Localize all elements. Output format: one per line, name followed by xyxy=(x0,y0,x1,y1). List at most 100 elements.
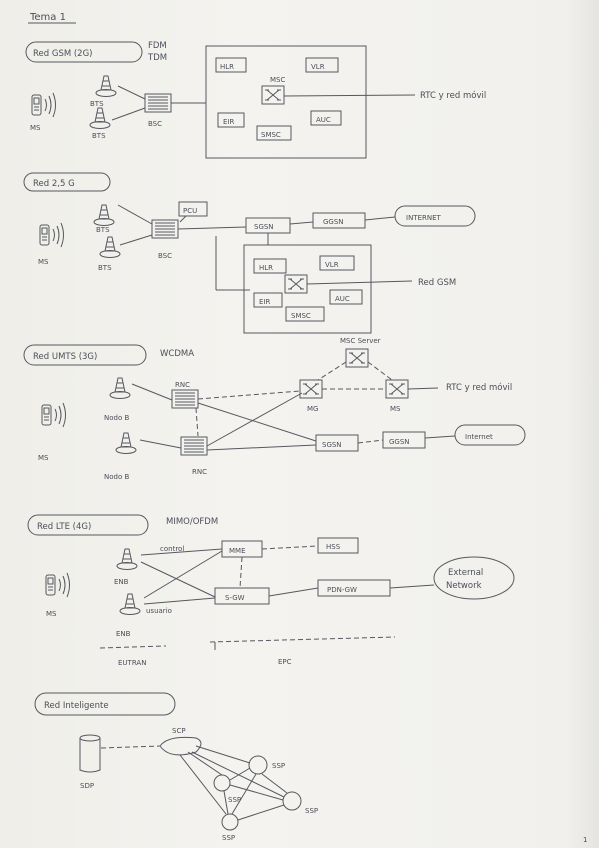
umts-heading-box xyxy=(23,344,147,366)
ssp3-icon xyxy=(282,791,302,811)
gsm-heading-box xyxy=(25,41,143,63)
gprs-msc-icon xyxy=(284,274,308,294)
gprs-internet-cloud xyxy=(394,205,476,227)
gsm-auc-box xyxy=(310,110,342,126)
umts-rnc1-icon xyxy=(171,389,199,409)
gsm-bsc-label: BSC xyxy=(148,120,162,128)
in-section: Red Inteligente SDP SCP SSP SSP SSP SSP xyxy=(34,692,318,842)
gprs-bts2-label: BTS xyxy=(98,264,112,272)
gprs-internet: INTERNET xyxy=(406,214,442,222)
umts-rnc2-label: RNC xyxy=(192,468,207,476)
gprs-eir-box xyxy=(253,292,283,308)
gsm-heading: Red GSM (2G) xyxy=(33,49,93,59)
umts-ms-label: MS xyxy=(38,454,49,462)
gprs-smsc: SMSC xyxy=(291,312,311,320)
umts-ms-switch-label: MS xyxy=(390,405,401,413)
lte-enb2-label: ENB xyxy=(116,630,131,638)
in-ssp3-label: SSP xyxy=(305,807,318,815)
umts-heading: Red UMTS (3G) xyxy=(33,352,97,362)
lte-hss: HSS xyxy=(326,543,341,551)
lte-pdngw: PDN-GW xyxy=(327,586,357,594)
lte-note: MIMO/OFDM xyxy=(166,517,218,527)
lte-epc-label: EPC xyxy=(278,658,292,666)
gsm-eir: EIR xyxy=(223,118,234,126)
gprs-pcu: PCU xyxy=(183,207,197,215)
umts-nodo1-label: Nodo B xyxy=(104,414,129,422)
gsm-bts2-icon xyxy=(89,107,111,129)
ssp1-icon xyxy=(248,755,268,775)
in-scp-label: SCP xyxy=(172,727,186,735)
in-heading: Red Inteligente xyxy=(44,701,109,711)
gsm-bts2-label: BTS xyxy=(92,132,106,140)
gprs-bts2-icon xyxy=(99,236,121,258)
lte-enb1-icon xyxy=(116,548,138,570)
umts-ms-switch-icon xyxy=(385,379,409,399)
umts-mg-icon xyxy=(299,379,323,399)
gprs-heading: Red 2,5 G xyxy=(33,179,75,189)
umts-sgsn: SGSN xyxy=(322,441,342,449)
gprs-ms-label: MS xyxy=(38,258,49,266)
lte-ms-icon xyxy=(45,572,70,598)
umts-rnc1-label: RNC xyxy=(175,381,190,389)
gprs-bsc-icon xyxy=(151,219,179,239)
gsm-ms-icon xyxy=(31,92,56,118)
lte-external-2: Network xyxy=(446,581,482,591)
gprs-auc: AUC xyxy=(335,295,350,303)
gprs-ggsn-box xyxy=(312,212,366,229)
page-title: Tema 1 xyxy=(29,12,66,23)
ssp2-icon xyxy=(213,774,231,792)
umts-internet: Internet xyxy=(465,433,493,441)
umts-ggsn-box xyxy=(382,431,426,449)
gprs-heading-box xyxy=(23,172,111,192)
gsm-auc: AUC xyxy=(316,116,331,124)
gprs-bts1-label: BTS xyxy=(96,226,110,234)
gsm-section: Red GSM (2G) FDM TDM MS BTS BTS BSC HLR … xyxy=(25,41,486,159)
umts-section: Red UMTS (3G) WCDMA MS Nodo B Nodo B RNC… xyxy=(23,337,526,481)
gsm-msc-icon xyxy=(261,85,285,105)
gsm-bts1-icon xyxy=(95,75,117,97)
umts-mg-label: MG xyxy=(307,405,318,413)
gprs-hlr: HLR xyxy=(259,264,273,272)
lte-enb2-icon xyxy=(119,593,141,615)
gprs-vlr: VLR xyxy=(325,261,339,269)
umts-nodo2-icon xyxy=(115,432,137,454)
umts-ggsn: GGSN xyxy=(389,438,410,446)
lte-external-1: External xyxy=(448,568,483,578)
lte-heading: Red LTE (4G) xyxy=(37,522,91,532)
umts-note: WCDMA xyxy=(160,349,194,359)
lte-control-label: control xyxy=(160,545,184,553)
lte-sgw: S-GW xyxy=(225,594,245,602)
gsm-hlr-box xyxy=(215,57,247,73)
gsm-bsc-icon xyxy=(144,93,172,113)
gprs-smsc-box xyxy=(285,306,325,322)
umts-output: RTC y red móvil xyxy=(446,382,512,393)
gprs-bsc-label: BSC xyxy=(158,252,172,260)
gsm-smsc-box xyxy=(256,125,292,141)
gsm-vlr: VLR xyxy=(311,63,325,71)
gsm-msc: MSC xyxy=(270,76,285,84)
umts-internet-cloud xyxy=(454,424,526,446)
gprs-auc-box xyxy=(329,289,363,305)
gprs-section: Red 2,5 G MS BTS BTS BSC PCU SGSN GGSN I… xyxy=(23,172,476,334)
lte-heading-box xyxy=(27,514,149,536)
gsm-mux-fdm: FDM xyxy=(148,41,167,51)
in-sdp-label: SDP xyxy=(80,782,94,790)
lte-external-network-cloud xyxy=(433,556,515,600)
umts-msc-server-label: MSC Server xyxy=(340,337,381,345)
gprs-vlr-box xyxy=(319,255,355,271)
lte-usuario-label: usuario xyxy=(146,607,172,615)
gsm-hlr: HLR xyxy=(220,63,234,71)
lte-section: Red LTE (4G) MIMO/OFDM MS ENB ENB contro… xyxy=(27,514,515,667)
in-ssp1-label: SSP xyxy=(272,762,285,770)
umts-nodo1-icon xyxy=(109,377,131,399)
sdp-icon xyxy=(79,734,101,742)
umts-nodo2-label: Nodo B xyxy=(104,473,129,481)
gsm-bts1-label: BTS xyxy=(90,100,104,108)
gprs-pcu-box xyxy=(178,201,208,217)
lte-enb1-label: ENB xyxy=(114,578,129,586)
gprs-eir: EIR xyxy=(259,298,270,306)
gsm-mux-tdm: TDM xyxy=(147,53,167,63)
gsm-eir-box xyxy=(217,112,245,128)
